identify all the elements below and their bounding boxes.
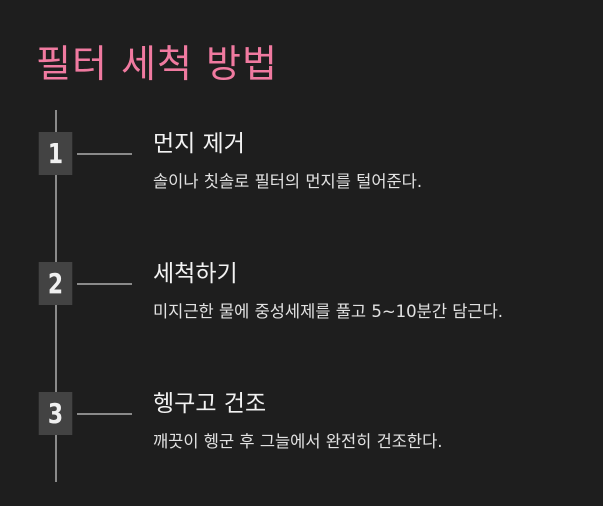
step-description: 솔이나 칫솔로 필터의 먼지를 털어준다. — [153, 172, 423, 191]
page-title: 필터 세척 방법 — [36, 42, 278, 86]
step-item-2: 2 세척하기 미지근한 물에 중성세제를 풀고 5~10분간 담근다. — [0, 261, 603, 342]
step-description: 미지근한 물에 중성세제를 풀고 5~10분간 담근다. — [153, 302, 504, 321]
step-connector — [77, 413, 132, 415]
step-title: 세척하기 — [153, 261, 238, 287]
step-description: 깨끗이 헹군 후 그늘에서 완전히 건조한다. — [153, 432, 443, 451]
step-item-1: 1 먼지 제거 솔이나 칫솔로 필터의 먼지를 털어준다. — [0, 131, 603, 212]
step-title: 헹구고 건조 — [153, 391, 267, 417]
step-title: 먼지 제거 — [153, 131, 245, 157]
step-connector — [77, 283, 132, 285]
step-number-badge: 1 — [38, 132, 73, 175]
step-item-3: 3 헹구고 건조 깨끗이 헹군 후 그늘에서 완전히 건조한다. — [0, 391, 603, 472]
step-number-badge: 2 — [38, 262, 73, 305]
step-connector — [77, 153, 132, 155]
step-number-badge: 3 — [38, 392, 73, 435]
